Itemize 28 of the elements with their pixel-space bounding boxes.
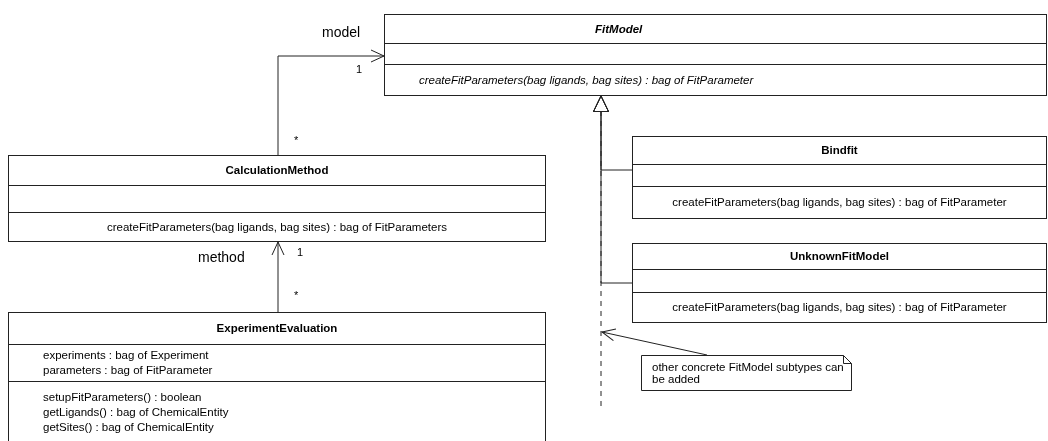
class-name: CalculationMethod (225, 163, 329, 178)
operation-text: getLigands() : bag of ChemicalEntity (43, 405, 229, 420)
association-arrow (277, 49, 385, 156)
attribute-text: parameters : bag of FitParameter (43, 363, 213, 378)
class-name: Bindfit (821, 143, 858, 158)
class-name: FitModel (595, 21, 643, 37)
operation-text: createFitParameters(bag ligands, bag sites) : bag of FitParameter (419, 72, 754, 88)
note-box (641, 355, 852, 391)
class-box (632, 243, 1047, 323)
multiplicity-label: 1 (356, 63, 363, 75)
operation-text: createFitParameters(bag ligands, bag sites) : bag of FitParameter (672, 195, 1007, 210)
class-name: UnknownFitModel (790, 249, 889, 264)
operation-text: createFitParameters(bag ligands, bag sites) : bag of FitParameter (672, 300, 1007, 315)
role-label: model (322, 24, 361, 40)
operation-text: createFitParameters(bag ligands, bag sites) : bag of FitParameters (106, 219, 447, 235)
operation-text: getSites() : bag of ChemicalEntity (43, 420, 214, 435)
attribute-text: experiments : bag of Experiment (43, 348, 209, 363)
class-box (8, 312, 546, 441)
generalization-arrow (593, 95, 633, 284)
association-arrow (271, 241, 285, 313)
class-name: ExperimentEvaluation (216, 321, 338, 336)
class-box (384, 14, 1047, 96)
note-text: other concrete FitModel subtypes can be added (652, 360, 845, 387)
class-box (632, 136, 1047, 219)
note-arrow (601, 328, 708, 356)
role-label: method (198, 249, 245, 265)
operation-text: setupFitParameters() : boolean (43, 390, 202, 405)
class-box (8, 155, 546, 242)
